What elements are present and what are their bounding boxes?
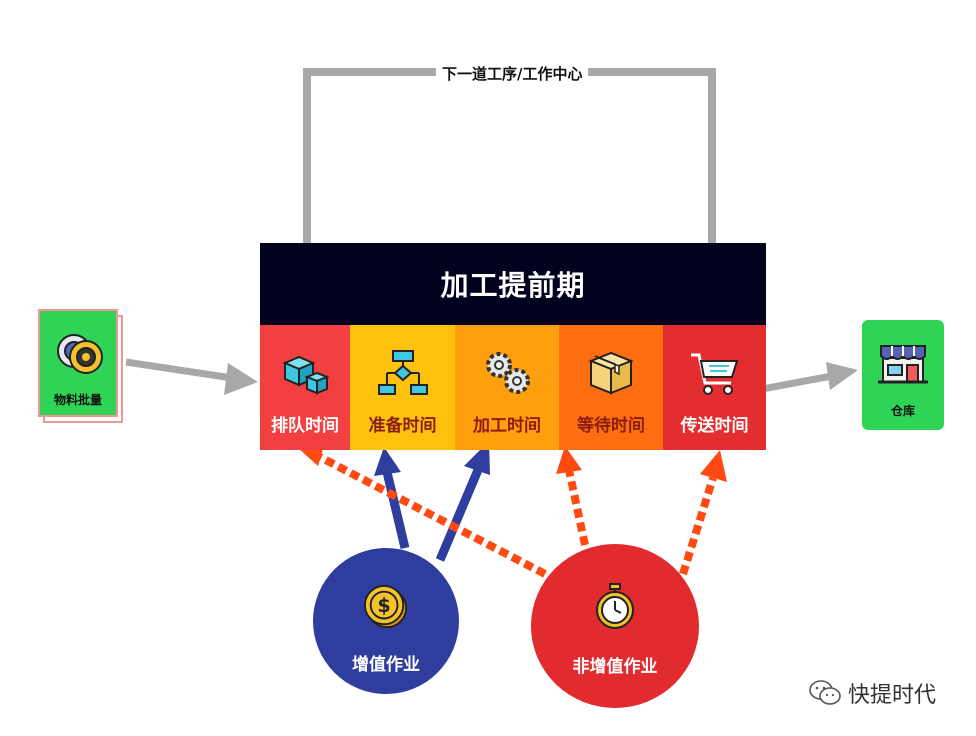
cubes-icon [282,355,330,395]
output-arrow [761,372,833,393]
flowchart-icon [377,350,428,395]
watermark-text: 快提时代 [848,683,937,708]
svg-text:$: $ [377,594,390,617]
cart-icon [690,353,738,395]
gears-icon [486,352,530,394]
stage-transfer-label: 传送时间 [680,416,749,436]
stopwatch-icon [596,583,634,629]
output-arrowhead [826,362,858,390]
value-added-arrow-prep [382,470,410,550]
box-icon [588,351,634,395]
stage-wait-label: 等待时间 [577,416,645,436]
lead-time-title: 加工提前期 [260,243,766,325]
stage-wait: 等待时间 [559,325,663,450]
loop-label: 下一道工序/工作中心 [436,63,589,84]
stage-process: 加工时间 [455,325,559,450]
store-icon [878,345,928,384]
stage-row: 排队时间 准备时间 加工时间 [260,325,766,450]
value-added-arrowhead-prep [374,447,401,476]
value-added-arrow-process [435,468,483,562]
wechat-icon [809,680,841,705]
stage-setup-label: 准备时间 [368,416,437,436]
stage-queue-label: 排队时间 [271,416,339,436]
non-value-arrowhead-wait [556,446,582,474]
stage-transfer: 传送时间 [663,325,766,450]
value-added-label: 增值作业 [352,655,420,675]
input-arrow [125,358,233,382]
value-added-activity: $ 增值作业 [313,548,459,694]
coins-icon [57,334,103,374]
warehouse-card: 仓库 [862,320,944,430]
non-value-arrow-queue [316,452,547,578]
non-value-arrow-wait [565,469,589,546]
stage-process-label: 加工时间 [473,416,541,436]
non-value-arrowhead-transfer [700,450,727,482]
lead-time-box: 加工提前期 排队时间 [260,243,766,450]
material-batch-card: 物料批量 [38,309,123,423]
input-arrowhead [224,363,258,395]
card-front: 物料批量 [38,309,118,417]
material-batch-label: 物料批量 [53,393,102,407]
dollar-coin-icon: $ [363,584,408,629]
non-value-added-activity: 非增值作业 [531,544,699,708]
non-value-added-label: 非增值作业 [572,657,658,677]
watermark: 快提时代 [808,677,936,709]
non-value-arrow-transfer [679,476,717,576]
stage-setup: 准备时间 [350,325,455,450]
warehouse-label: 仓库 [890,404,915,418]
stage-queue: 排队时间 [260,325,350,450]
